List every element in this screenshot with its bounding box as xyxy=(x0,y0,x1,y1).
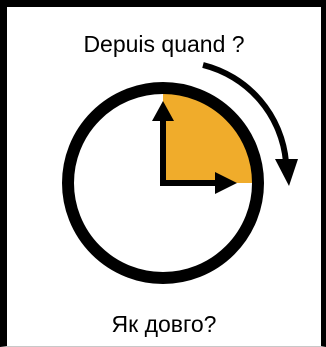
elapsed-wedge xyxy=(163,88,258,183)
question-french: Depuis quand ? xyxy=(83,31,245,57)
clock-hand-horizontal-icon xyxy=(160,172,237,194)
clock-face xyxy=(62,82,264,284)
motion-arrow-icon xyxy=(202,62,298,186)
clock-hand-vertical-icon xyxy=(152,101,174,185)
question-ukrainian: Як довго? xyxy=(111,311,217,337)
clock-elapsed-time-icon xyxy=(62,62,298,284)
